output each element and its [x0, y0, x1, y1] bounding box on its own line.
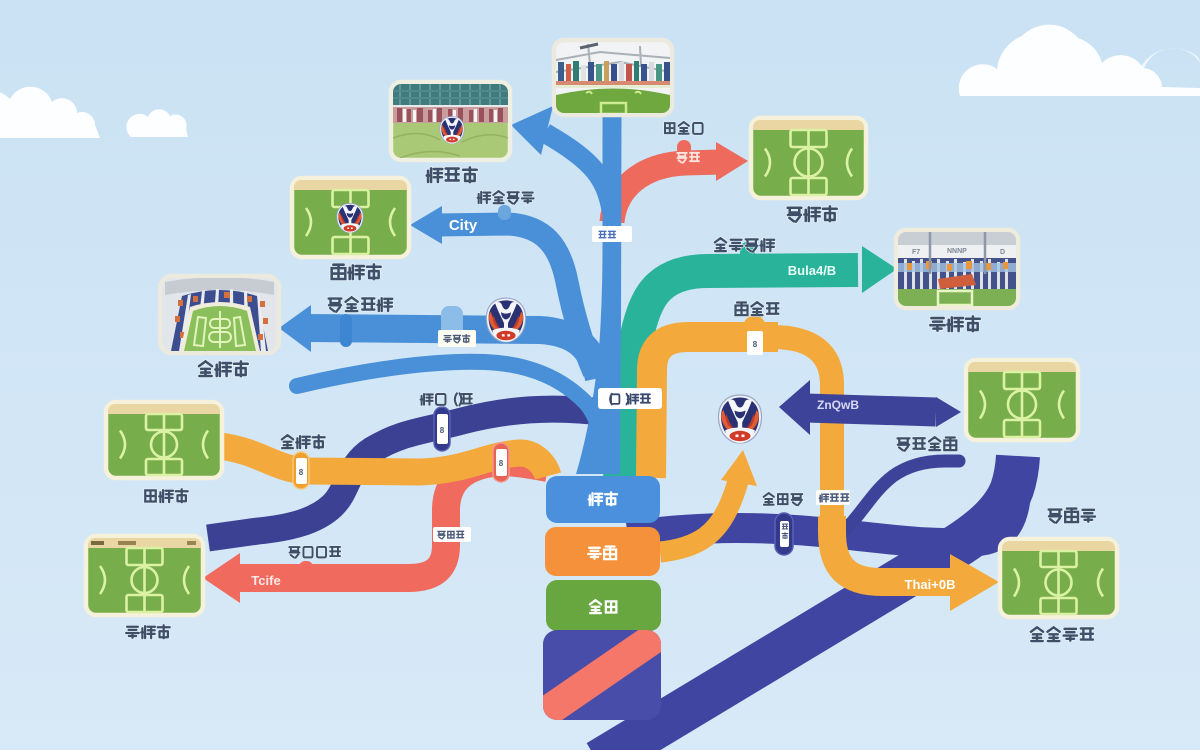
svg-text:NNNP: NNNP	[947, 248, 967, 255]
svg-text:Bula4/B: Bula4/B	[788, 263, 836, 278]
svg-text:F7: F7	[912, 249, 920, 256]
svg-text:City: City	[449, 217, 478, 234]
svg-text:8: 8	[499, 459, 504, 468]
svg-text:8: 8	[299, 468, 304, 477]
svg-text:ZnQwB: ZnQwB	[817, 398, 859, 412]
svg-text:Thai+0B: Thai+0B	[905, 577, 956, 592]
svg-text:8: 8	[753, 340, 758, 349]
svg-text:8: 8	[440, 426, 445, 435]
svg-text:Tcife: Tcife	[251, 573, 280, 588]
svg-text:D: D	[1000, 249, 1005, 256]
